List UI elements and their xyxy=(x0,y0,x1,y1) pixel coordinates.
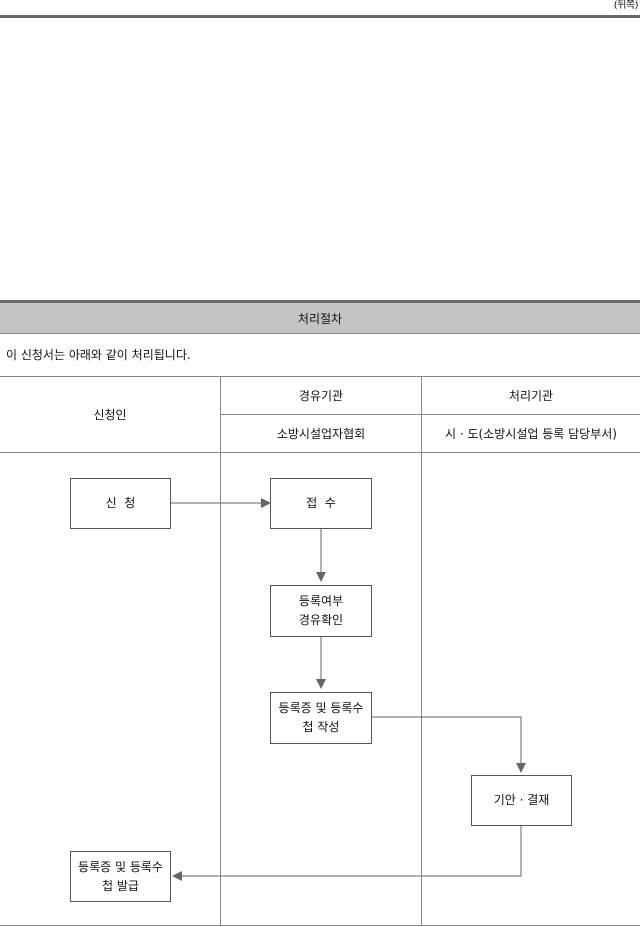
page-side-label: (뒤쪽) xyxy=(613,0,639,11)
step-check-line1: 등록여부 xyxy=(298,594,344,608)
column-processing-org: 시 · 도(소방시설업 등록 담당부서) xyxy=(445,427,617,441)
column-divider-2 xyxy=(421,376,422,926)
step-receive-label: 접 수 xyxy=(306,496,336,510)
step-prepare-certificate: 등록증 및 등록수 첩 작성 xyxy=(270,692,372,744)
table-header-border xyxy=(0,452,640,453)
column-relay-agency: 경유기관 xyxy=(298,389,344,403)
column-applicant: 신청인 xyxy=(93,408,127,422)
header-sub-divider xyxy=(221,414,640,415)
step-prepare-line1: 등록증 및 등록수 xyxy=(278,701,364,715)
section-divider xyxy=(0,300,640,303)
step-prepare-line2: 첩 작성 xyxy=(302,720,340,734)
table-top-border xyxy=(0,376,640,377)
step-apply: 신 청 xyxy=(70,478,171,529)
step-issue-certificate: 등록증 및 등록수 첩 발급 xyxy=(70,851,171,902)
step-check-line2: 경유확인 xyxy=(298,613,344,627)
top-divider xyxy=(0,15,640,18)
table-bottom-border xyxy=(0,925,640,926)
step-check-registration: 등록여부 경유확인 xyxy=(270,585,372,637)
step-approve: 기안 · 결재 xyxy=(471,775,572,826)
step-receive: 접 수 xyxy=(270,478,372,529)
procedure-title: 처리절차 xyxy=(0,303,640,334)
procedure-intro: 이 신청서는 아래와 같이 처리됩니다. xyxy=(6,348,191,362)
column-relay-org: 소방시설업자협회 xyxy=(276,427,366,441)
column-divider-1 xyxy=(220,376,221,926)
step-issue-line2: 첩 발급 xyxy=(102,878,139,893)
step-approve-label: 기안 · 결재 xyxy=(493,793,550,807)
step-issue-line1: 등록증 및 등록수 xyxy=(78,859,163,874)
step-apply-label: 신 청 xyxy=(105,496,136,510)
column-processing-agency: 처리기관 xyxy=(508,389,554,403)
